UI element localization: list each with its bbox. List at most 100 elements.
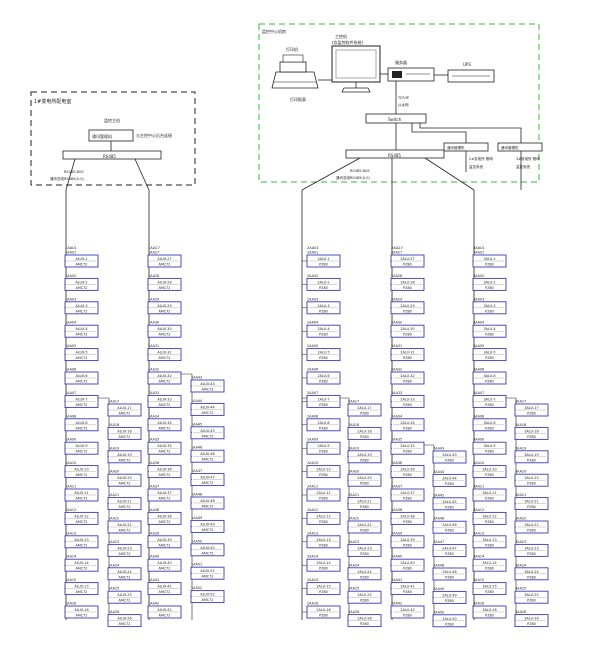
device-caption: 3AA06 (473, 368, 484, 372)
device-model: AMC72 (202, 505, 214, 509)
device-caption: 1AA26 (108, 610, 119, 614)
device-name: 2ALU-14 (316, 561, 330, 565)
device-name: ALUX-26 (117, 617, 131, 621)
device-name: 2ALU-26 (357, 617, 371, 621)
device-caption: 2AA04 (307, 321, 318, 325)
device-caption: 2AA49 (433, 587, 444, 591)
device-caption: 1AA48 (191, 493, 202, 497)
device-caption: 2AA28 (391, 274, 402, 278)
device-caption: 2AA14 (307, 555, 318, 559)
device-caption: 2AA11 (307, 485, 318, 489)
ext-note-4: 监控系统 (516, 164, 530, 169)
device-caption: 1AA02 (65, 274, 76, 278)
device-caption: 3AA02 (473, 274, 484, 278)
device-model: PZ80 (485, 590, 494, 594)
device-name: 3ALU-9 (483, 444, 495, 448)
device-name: 2ALU-9 (317, 444, 329, 448)
device-name: 2ALU-42 (400, 608, 414, 612)
device-name: ALUX-39 (157, 538, 171, 542)
device-name: 2ALU-20 (357, 476, 371, 480)
device-caption: 1AA06 (65, 368, 76, 372)
device-model: AMC72 (119, 599, 131, 603)
device-caption: 2AA44 (433, 470, 444, 474)
device-model: AMC72 (76, 263, 88, 267)
device-model: PZ80 (403, 356, 412, 360)
device-caption: 1AA35 (148, 438, 159, 442)
device-name: ALUX-22 (117, 523, 131, 527)
device-caption: 1AA39 (148, 531, 159, 535)
device-caption: 2AA31 (391, 344, 402, 348)
ext-box-2 (497, 142, 543, 152)
device-model: AMC72 (159, 497, 171, 501)
device-caption: 2AA23 (348, 540, 359, 544)
device-name: 3ALU-10 (482, 468, 496, 472)
device-model: PZ80 (319, 614, 328, 618)
device-name: 2ALU-32 (400, 374, 414, 378)
device-caption: 1AA25 (108, 587, 119, 591)
device-model: AMC72 (159, 520, 171, 524)
device-model: PZ80 (485, 520, 494, 524)
device-name: 3ALU-17 (524, 406, 538, 410)
device-model: AMC72 (202, 575, 214, 579)
device-caption: 1AA34 (148, 414, 159, 418)
device-model: AMC72 (202, 481, 214, 485)
device-name: 2ALU-45 (442, 500, 456, 504)
device-model: PZ80 (445, 505, 454, 509)
device-model: AMC72 (76, 356, 88, 360)
device-model: PZ80 (527, 412, 536, 416)
device-name: ALUX-43 (200, 382, 214, 386)
device-name: 3ALU-15 (482, 585, 496, 589)
device-name: ALUX-4 (75, 327, 87, 331)
device-name: 2ALU-31 (400, 351, 414, 355)
device-name: 3ALU-12 (482, 514, 496, 518)
device-caption: 2AA47 (433, 540, 444, 544)
device-model: AMC72 (119, 575, 131, 579)
device-model: AMC72 (159, 263, 171, 267)
device-name: 2ALU-49 (442, 593, 456, 597)
right-bus-note: 通讯总线RS485(0-0) (336, 175, 370, 180)
device-model: AMC72 (159, 309, 171, 313)
device-caption: 1AA23 (108, 540, 119, 544)
right-hub-drop-1 (301, 157, 361, 191)
device-model: PZ80 (403, 614, 412, 618)
device-model: PZ80 (445, 622, 454, 626)
device-caption: 2AA35 (391, 438, 402, 442)
device-model: AMC72 (76, 497, 88, 501)
device-model: PZ80 (485, 403, 494, 407)
device-caption: 2AA22 (348, 517, 359, 521)
device-caption: 2AA18 (348, 423, 359, 427)
device-caption: 3AA11 (473, 485, 484, 489)
device-name: ALUX-30 (157, 327, 171, 331)
device-name: ALUX-18 (117, 429, 131, 433)
device-name: 3ALU-11 (482, 491, 496, 495)
device-name: 2ALU-50 (442, 617, 456, 621)
device-name: 3ALU-6 (483, 374, 495, 378)
device-caption: 2AA05 (307, 344, 318, 348)
device-model: PZ80 (319, 543, 328, 547)
device-name: 2ALU-29 (400, 304, 414, 308)
device-name: 2ALU-30 (400, 327, 414, 331)
device-model: PZ80 (485, 543, 494, 547)
device-name: 2ALU-4 (317, 327, 329, 331)
